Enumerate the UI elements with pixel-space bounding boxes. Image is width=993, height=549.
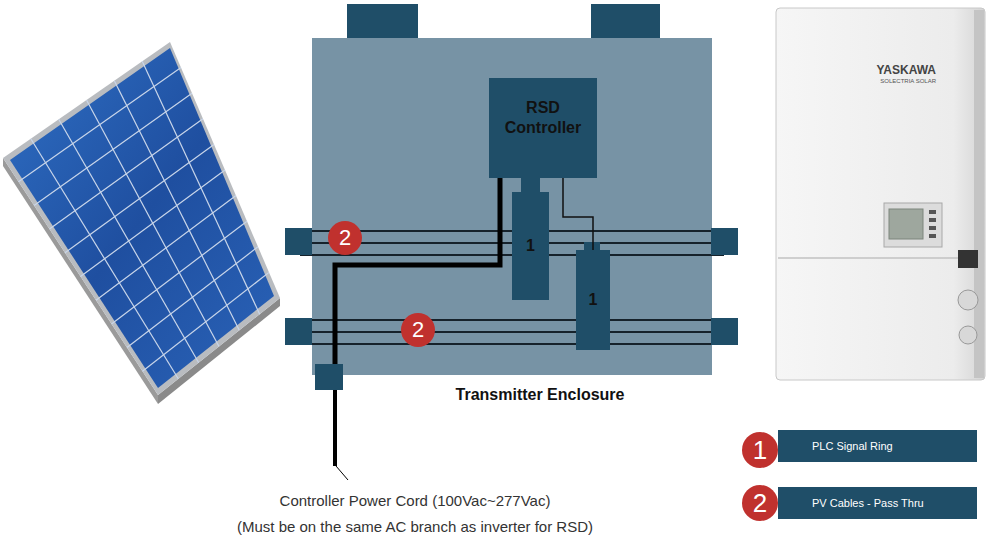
legend-item: PV Cables - Pass Thru (778, 487, 977, 519)
drawing-line (143, 272, 270, 371)
drawing-circle (328, 221, 362, 255)
plc-signal-ring: 1 (512, 192, 549, 300)
drawing-rect (929, 210, 936, 214)
legend-number: 2 (742, 489, 778, 517)
transmitter-enclosure: Transmitter EnclosureRSD Controller11 (312, 38, 712, 375)
drawing-rect (958, 250, 978, 268)
legend-item: PLC Signal Ring (778, 430, 977, 462)
callout-number: 2 (401, 317, 435, 343)
drawing-rect (929, 234, 936, 238)
drawing-circle (958, 290, 978, 310)
brand-subname: SOLECTRIA SOLAR (846, 77, 936, 86)
drawing-line (81, 170, 226, 277)
drawing-rect (285, 228, 312, 255)
drawing-line (65, 144, 214, 252)
drawing-line (96, 196, 236, 301)
drawing-rect (776, 8, 985, 380)
drawing-rect (711, 228, 738, 255)
drawing-line (300, 319, 724, 321)
plc-signal-ring: 1 (576, 250, 610, 350)
drawing-rect (315, 364, 343, 390)
drawing-line (50, 119, 204, 229)
power-cord (315, 178, 500, 480)
ring-number: 1 (589, 290, 598, 310)
drawing-g (19, 61, 270, 379)
legend-circles (742, 432, 778, 521)
drawing-rect (889, 209, 923, 239)
box-label: RSD Controller (503, 98, 583, 138)
drawing-circle (742, 485, 778, 521)
connector (563, 178, 593, 250)
cord-note: (Must be on the same AC branch as invert… (150, 517, 680, 537)
drawing-rect (347, 4, 418, 38)
connector (521, 178, 540, 192)
drawing-circle (401, 313, 435, 347)
drawing-rect (929, 218, 936, 222)
legend-text: PLC Signal Ring (778, 439, 893, 453)
rsd-controller-box: RSD Controller (489, 78, 597, 178)
drawing-line (336, 466, 348, 480)
drawing-rect (312, 38, 712, 375)
legend-text: PV Cables - Pass Thru (778, 496, 924, 510)
legend-number: 1 (742, 436, 778, 464)
drawing-rect (591, 4, 660, 38)
drawing-polygon (3, 42, 280, 395)
callout-number: 2 (328, 225, 362, 251)
drawing-line (300, 331, 724, 333)
enclosure-title: Transmitter Enclosure (340, 385, 740, 405)
ring-number: 1 (526, 236, 535, 256)
drawing-circle (742, 432, 778, 468)
drawing-rect (884, 203, 942, 247)
callout-circles (328, 221, 435, 347)
drawing-polygon (10, 48, 274, 388)
drawing-line (333, 390, 337, 466)
inverter (776, 8, 985, 380)
drawing-rect (929, 226, 936, 230)
drawing-line (778, 257, 974, 259)
drawing-circle (959, 326, 977, 344)
solar-panel (3, 42, 280, 404)
drawing-line (112, 221, 248, 324)
cord-note: Controller Power Cord (100Vac~277Vac) (150, 491, 680, 511)
drawing-path (335, 178, 500, 368)
drawing-line (19, 68, 182, 182)
brand-name: YASKAWA (856, 63, 936, 78)
drawing-line (300, 343, 724, 345)
drawing-line (34, 93, 192, 205)
drawing-rect (711, 318, 738, 345)
drawing-rect (974, 10, 984, 378)
drawing-rect (285, 318, 312, 345)
